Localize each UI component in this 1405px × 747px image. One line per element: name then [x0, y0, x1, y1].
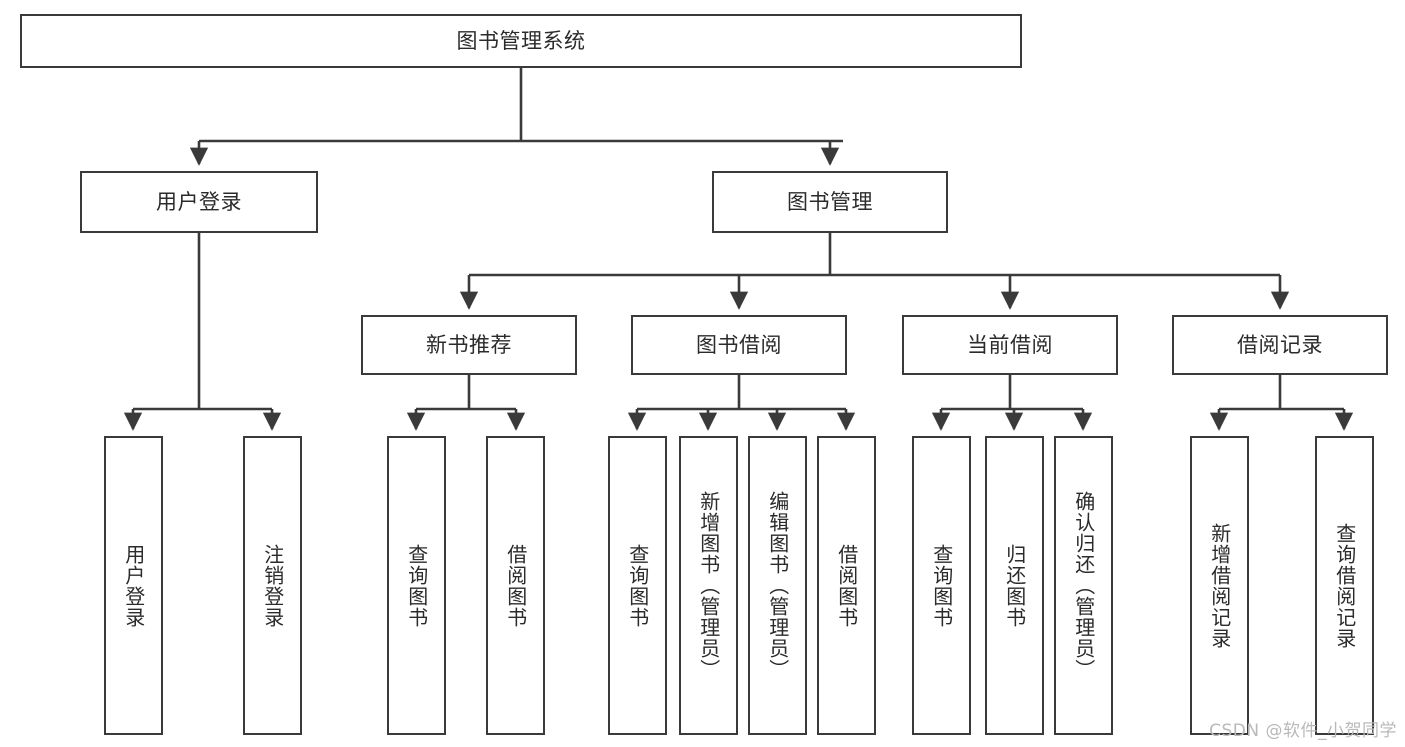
edges-root-to-level2 — [189, 68, 843, 166]
node-leaf-query-record-label: 查询借阅记录 — [1332, 522, 1357, 649]
node-leaf-confirm-return-label: 确认归还（管理员） — [1071, 491, 1096, 680]
node-book-borrow-label: 图书借阅 — [696, 332, 782, 357]
node-book-management[interactable]: 图书管理 — [712, 171, 948, 233]
node-leaf-add-record[interactable]: 新增借阅记录 — [1190, 436, 1249, 735]
node-leaf-add-book[interactable]: 新增图书（管理员） — [679, 436, 738, 735]
node-leaf-query-book-rec[interactable]: 查询图书 — [387, 436, 446, 735]
node-leaf-query-book-borrow[interactable]: 查询图书 — [608, 436, 667, 735]
node-leaf-user-login-label: 用户登录 — [121, 543, 146, 628]
watermark-text: CSDN @软件_小贺同学 — [1209, 721, 1397, 741]
node-leaf-query-book-borrow-label: 查询图书 — [625, 543, 650, 628]
node-leaf-return-book-label: 归还图书 — [1002, 543, 1027, 628]
edges-bookborrow-to-leaves — [627, 375, 856, 431]
node-borrow-record[interactable]: 借阅记录 — [1172, 315, 1388, 375]
node-leaf-add-record-label: 新增借阅记录 — [1207, 522, 1232, 649]
node-leaf-confirm-return[interactable]: 确认归还（管理员） — [1054, 436, 1113, 735]
edges-bookmgmt-to-level3 — [459, 233, 1290, 310]
node-root-label: 图书管理系统 — [456, 28, 586, 53]
node-borrow-record-label: 借阅记录 — [1237, 332, 1323, 357]
node-leaf-logout-label: 注销登录 — [260, 543, 285, 628]
edges-borrowrecord-to-leaves — [1209, 375, 1354, 431]
node-current-borrow[interactable]: 当前借阅 — [902, 315, 1118, 375]
node-new-book-recommend[interactable]: 新书推荐 — [361, 315, 577, 375]
node-leaf-borrow-book-label: 借阅图书 — [834, 543, 859, 628]
edges-newbook-to-leaves — [406, 375, 526, 431]
node-book-management-label: 图书管理 — [787, 189, 873, 214]
edges-userlogin-to-leaves — [123, 233, 282, 431]
node-leaf-edit-book-label: 编辑图书（管理员） — [765, 491, 790, 680]
node-user-login-label: 用户登录 — [156, 189, 242, 214]
node-leaf-logout[interactable]: 注销登录 — [243, 436, 302, 735]
node-leaf-borrow-book[interactable]: 借阅图书 — [817, 436, 876, 735]
node-leaf-borrow-book-rec[interactable]: 借阅图书 — [486, 436, 545, 735]
node-leaf-user-login[interactable]: 用户登录 — [104, 436, 163, 735]
node-current-borrow-label: 当前借阅 — [967, 332, 1053, 357]
edges-currentborrow-to-leaves — [931, 375, 1093, 431]
node-leaf-add-book-label: 新增图书（管理员） — [696, 491, 721, 680]
node-leaf-query-book-rec-label: 查询图书 — [404, 543, 429, 628]
node-leaf-query-book-current-label: 查询图书 — [929, 543, 954, 628]
node-book-borrow[interactable]: 图书借阅 — [631, 315, 847, 375]
node-leaf-query-record[interactable]: 查询借阅记录 — [1315, 436, 1374, 735]
node-leaf-borrow-book-rec-label: 借阅图书 — [503, 543, 528, 628]
node-user-login[interactable]: 用户登录 — [80, 171, 318, 233]
node-leaf-return-book[interactable]: 归还图书 — [985, 436, 1044, 735]
node-leaf-edit-book[interactable]: 编辑图书（管理员） — [748, 436, 807, 735]
node-root[interactable]: 图书管理系统 — [20, 14, 1022, 68]
node-leaf-query-book-current[interactable]: 查询图书 — [912, 436, 971, 735]
node-new-book-recommend-label: 新书推荐 — [426, 332, 512, 357]
